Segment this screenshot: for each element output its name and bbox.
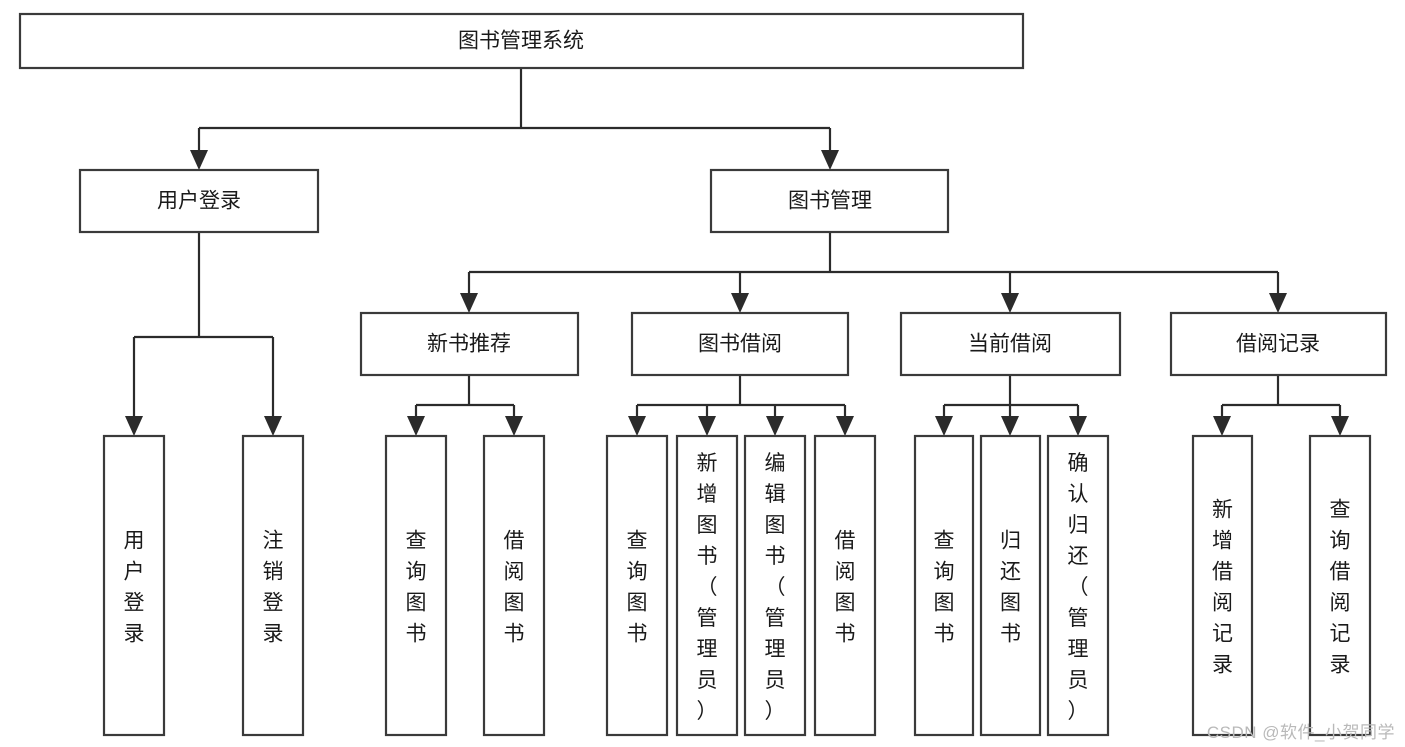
arrowhead-current-borrow <box>1001 293 1019 313</box>
node-borrow-records[interactable]: 借阅记录 <box>1169 311 1388 377</box>
leaf-confirm-return-admin-label: 确认归还（管理员） <box>1068 452 1089 723</box>
new-book-recommend-label: 新书推荐 <box>427 333 511 356</box>
node-leaf-user-login[interactable]: 用户登录 <box>102 434 166 737</box>
node-leaf-borrow-book-recommend[interactable]: 借阅图书 <box>482 434 546 737</box>
current-borrow-label: 当前借阅 <box>968 333 1052 356</box>
leaf-borrow-book-recommend-label: 借阅图书 <box>504 530 525 646</box>
node-leaf-query-book-borrow[interactable]: 查询图书 <box>605 434 669 737</box>
arrowhead-leaf-query-book-borrow <box>628 416 646 436</box>
node-leaf-confirm-return-admin[interactable]: 确认归还（管理员） <box>1046 434 1110 737</box>
leaf-borrow-book-box[interactable] <box>813 434 877 737</box>
node-leaf-edit-book-admin[interactable]: 编辑图书（管理员） <box>743 434 807 737</box>
leaf-confirm-return-admin-box[interactable] <box>1046 434 1110 737</box>
book-management-box[interactable] <box>709 168 950 234</box>
node-new-book-recommend[interactable]: 新书推荐 <box>359 311 580 377</box>
arrowhead-leaf-borrow-book <box>836 416 854 436</box>
leaf-query-borrow-record-box[interactable] <box>1308 434 1372 737</box>
leaf-edit-book-admin-box[interactable] <box>743 434 807 737</box>
arrowhead-leaf-logout <box>264 416 282 436</box>
leaf-query-book-recommend-box[interactable] <box>384 434 448 737</box>
leaf-add-borrow-record-box[interactable] <box>1191 434 1254 737</box>
node-leaf-query-borrow-record[interactable]: 查询借阅记录 <box>1308 434 1372 737</box>
leaf-user-login-box[interactable] <box>102 434 166 737</box>
user-login-label: 用户登录 <box>157 190 241 213</box>
arrowhead-leaf-add-borrow-record <box>1213 416 1231 436</box>
arrowhead-leaf-add-book-admin <box>698 416 716 436</box>
node-leaf-add-book-admin[interactable]: 新增图书（管理员） <box>675 434 739 737</box>
leaf-query-book-borrow-box[interactable] <box>605 434 669 737</box>
leaf-user-login-label: 用户登录 <box>124 530 145 646</box>
leaf-query-borrow-record-label: 查询借阅记录 <box>1330 499 1351 677</box>
borrow-records-label: 借阅记录 <box>1236 333 1320 356</box>
node-leaf-query-book-recommend[interactable]: 查询图书 <box>384 434 448 737</box>
node-book-borrow[interactable]: 图书借阅 <box>630 311 850 377</box>
arrowhead-new-book-recommend <box>460 293 478 313</box>
node-leaf-add-borrow-record[interactable]: 新增借阅记录 <box>1191 434 1254 737</box>
arrowhead-leaf-user-login <box>125 416 143 436</box>
leaf-query-book-current-box[interactable] <box>913 434 975 737</box>
node-leaf-borrow-book[interactable]: 借阅图书 <box>813 434 877 737</box>
arrowhead-borrow-records <box>1269 293 1287 313</box>
book-borrow-label: 图书借阅 <box>698 333 782 356</box>
node-leaf-query-book-current[interactable]: 查询图书 <box>913 434 975 737</box>
arrowhead-book-management <box>821 150 839 170</box>
arrowhead-user-login <box>190 150 208 170</box>
leaf-add-borrow-record-label: 新增借阅记录 <box>1212 499 1233 677</box>
arrowhead-leaf-edit-book-admin <box>766 416 784 436</box>
leaf-query-book-recommend-label: 查询图书 <box>406 530 427 646</box>
leaf-add-book-admin-box[interactable] <box>675 434 739 737</box>
leaf-query-book-current-label: 查询图书 <box>934 530 955 646</box>
node-root[interactable]: 图书管理系统 <box>18 12 1025 70</box>
borrow-records-box[interactable] <box>1169 311 1388 377</box>
node-leaf-return-book[interactable]: 归还图书 <box>979 434 1042 737</box>
book-borrow-box[interactable] <box>630 311 850 377</box>
connector-layer <box>125 68 1349 436</box>
leaf-borrow-book-label: 借阅图书 <box>835 530 856 646</box>
arrowhead-leaf-return-book <box>1001 416 1019 436</box>
csdn-watermark: CSDN @软件_小贺同学 <box>1206 723 1395 742</box>
leaf-return-book-box[interactable] <box>979 434 1042 737</box>
user-login-box[interactable] <box>78 168 320 234</box>
leaf-return-book-label: 归还图书 <box>1000 530 1021 646</box>
leaf-edit-book-admin-label: 编辑图书（管理员） <box>765 452 786 723</box>
leaf-logout-box[interactable] <box>241 434 305 737</box>
arrowhead-leaf-confirm-return-admin <box>1069 416 1087 436</box>
leaf-add-book-admin-label: 新增图书（管理员） <box>697 452 718 723</box>
root-label: 图书管理系统 <box>458 30 584 53</box>
arrowhead-leaf-query-book-recommend <box>407 416 425 436</box>
arrowhead-book-borrow <box>731 293 749 313</box>
leaf-borrow-book-recommend-box[interactable] <box>482 434 546 737</box>
node-leaf-logout[interactable]: 注销登录 <box>241 434 305 737</box>
arrowhead-leaf-query-borrow-record <box>1331 416 1349 436</box>
leaf-logout-label: 注销登录 <box>263 530 284 646</box>
current-borrow-box[interactable] <box>899 311 1122 377</box>
arrowhead-leaf-borrow-book-recommend <box>505 416 523 436</box>
leaf-query-book-borrow-label: 查询图书 <box>627 530 648 646</box>
new-book-recommend-box[interactable] <box>359 311 580 377</box>
arrowhead-leaf-query-book-current <box>935 416 953 436</box>
node-book-management[interactable]: 图书管理 <box>709 168 950 234</box>
root-box[interactable] <box>18 12 1025 70</box>
node-current-borrow[interactable]: 当前借阅 <box>899 311 1122 377</box>
leaf-node-layer: 用户登录 注销登录 查询图书 借阅图书 查询图书 新增图书（管理员） 编辑图书（管理员） 借阅… <box>102 434 1372 737</box>
node-user-login[interactable]: 用户登录 <box>78 168 320 234</box>
book-management-label: 图书管理 <box>788 190 872 213</box>
